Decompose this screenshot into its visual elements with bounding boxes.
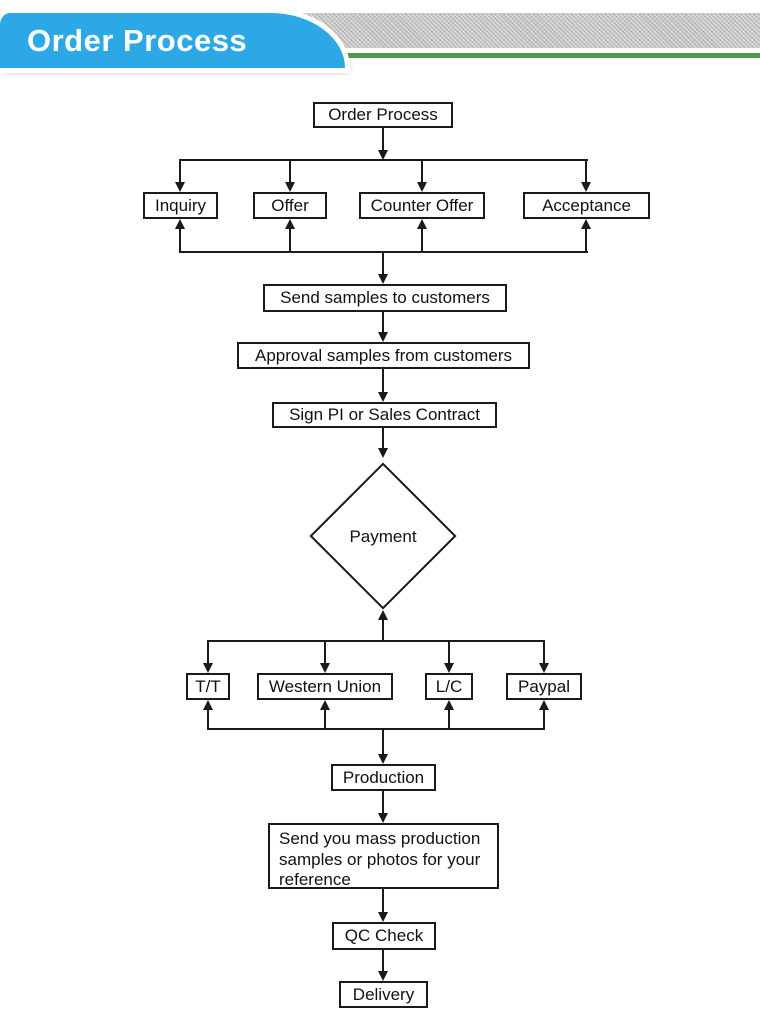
connector-line [382,369,384,393]
connector-line [179,251,588,253]
arrowhead-down [378,274,388,284]
arrowhead-down [285,182,295,192]
connector-line [179,229,181,251]
node-delivery: Delivery [339,981,428,1008]
connector-line [382,620,384,641]
arrowhead-down [417,182,427,192]
connector-line [382,428,384,449]
connector-line [543,642,545,664]
arrowhead-down [378,150,388,160]
connector-line [382,253,384,275]
arrowhead-up [539,700,549,710]
arrowhead-down [378,392,388,402]
arrowhead-up [581,219,591,229]
arrowhead-up [285,219,295,229]
node-tt: T/T [186,673,230,700]
connector-line [382,128,384,151]
node-mass-production-samples: Send you mass production samples or phot… [268,823,499,889]
node-western-union: Western Union [257,673,393,700]
arrowhead-down [175,182,185,192]
connector-line [448,710,450,729]
node-paypal: Paypal [506,673,582,700]
node-lc: L/C [425,673,473,700]
connector-line [382,889,384,912]
arrowhead-up [203,700,213,710]
arrowhead-up [320,700,330,710]
arrowhead-down [378,448,388,458]
green-stripe [0,53,760,58]
connector-line [289,161,291,183]
connector-line [382,312,384,333]
arrowhead-up [444,700,454,710]
connector-line [421,161,423,183]
connector-line [324,642,326,664]
header-banner: Order Process [0,13,345,68]
arrowhead-down [378,754,388,764]
node-counter-offer: Counter Offer [359,192,485,219]
arrowhead-down [378,813,388,823]
node-approval-samples: Approval samples from customers [237,342,530,369]
connector-line [324,710,326,729]
node-send-samples: Send samples to customers [263,284,507,312]
arrowhead-down [444,663,454,673]
arrowhead-down [378,332,388,342]
arrowhead-down [203,663,213,673]
connector-line [585,229,587,251]
node-inquiry: Inquiry [143,192,218,219]
connector-line [585,161,587,183]
arrowhead-down [539,663,549,673]
connector-line [382,950,384,971]
node-sign-pi-contract: Sign PI or Sales Contract [272,402,497,428]
arrowhead-down [378,971,388,981]
payment-label: Payment [349,527,417,546]
connector-line [382,730,384,754]
connector-line [448,642,450,664]
connector-line [421,229,423,251]
connector-line [179,159,588,161]
arrowhead-down [320,663,330,673]
node-production: Production [331,764,436,791]
node-qc-check: QC Check [332,922,436,950]
arrowhead-down [581,182,591,192]
node-order-process: Order Process [313,102,453,128]
connector-line [207,728,545,730]
node-acceptance: Acceptance [523,192,650,219]
connector-line [207,642,209,664]
connector-line [207,640,545,642]
page-title: Order Process [27,22,248,58]
connector-line [382,791,384,813]
arrowhead-up [175,219,185,229]
node-offer: Offer [253,192,327,219]
arrowhead-up [417,219,427,229]
connector-line [207,710,209,729]
connector-line [289,229,291,251]
connector-line [179,161,181,183]
arrowhead-down [378,912,388,922]
connector-line [543,710,545,729]
arrowhead-up [378,610,388,620]
